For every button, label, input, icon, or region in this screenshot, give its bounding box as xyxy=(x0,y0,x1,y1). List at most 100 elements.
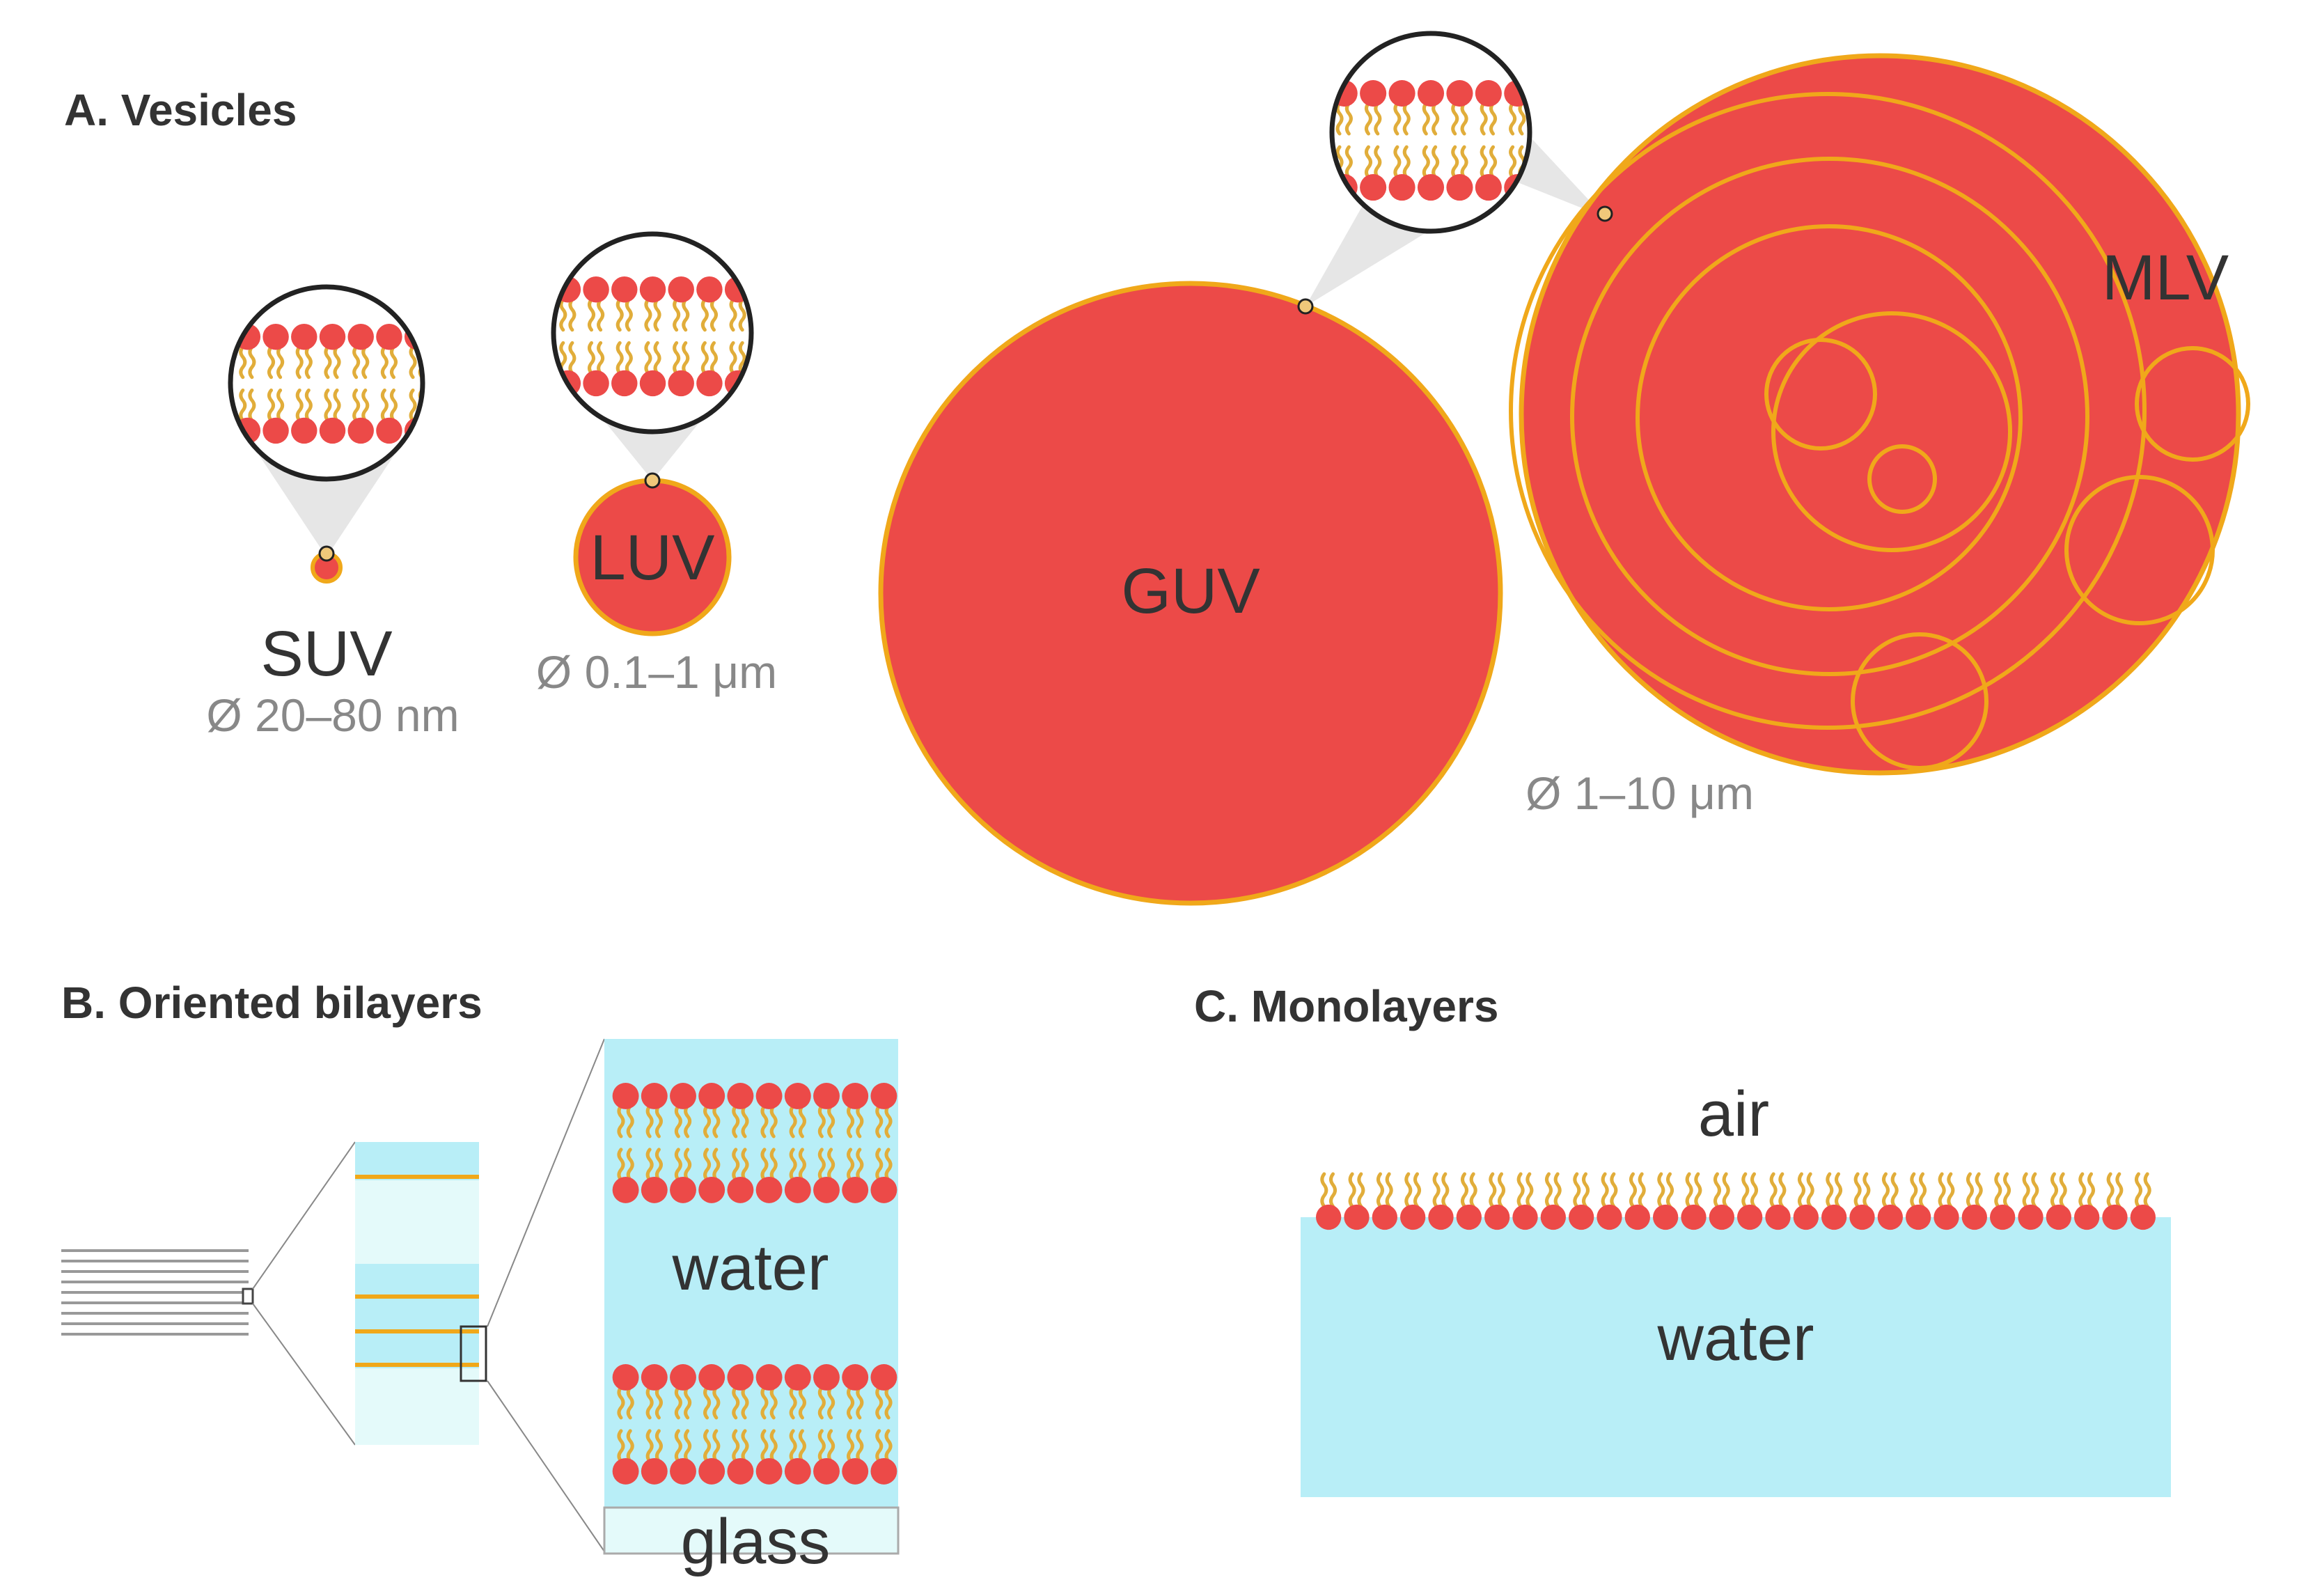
air-label: air xyxy=(1698,1079,1769,1150)
lipid-head xyxy=(1388,174,1415,201)
lipid xyxy=(670,1364,696,1420)
lipid xyxy=(755,1083,783,1139)
oriented-bilayer-bottom xyxy=(612,1364,897,1485)
mlv-zoom-point xyxy=(1597,205,1613,222)
lipid-head xyxy=(1512,1204,1538,1230)
lipid-head xyxy=(1849,1204,1875,1230)
lipid xyxy=(641,1148,668,1203)
lipid xyxy=(1624,1172,1650,1230)
lipid-head xyxy=(784,1083,811,1109)
lipid xyxy=(1653,1172,1679,1230)
stack-zoom-box xyxy=(242,1288,254,1305)
lipid xyxy=(755,1364,783,1420)
mlv-lamella xyxy=(1570,157,2089,676)
luv-zoom-point xyxy=(644,472,661,489)
lipid xyxy=(1446,80,1473,136)
lipid-monolayer xyxy=(1316,1172,2156,1230)
lipid-head xyxy=(1372,1204,1397,1230)
lipid xyxy=(1417,80,1445,136)
lipid xyxy=(583,276,609,332)
guv-label: GUV xyxy=(1121,556,1260,627)
panel-b-title: B. Oriented bilayers xyxy=(61,978,483,1028)
lipid xyxy=(319,388,346,444)
lipid-head xyxy=(1428,1204,1454,1230)
lipid xyxy=(1934,1172,1959,1230)
lipid-head xyxy=(870,1457,897,1485)
lipid-head xyxy=(611,370,638,397)
lipid-head xyxy=(347,324,374,350)
lipid xyxy=(870,1364,897,1420)
lipid xyxy=(1906,1172,1931,1230)
suv-magnifier xyxy=(230,287,423,479)
lipid-head xyxy=(842,1364,869,1391)
lipid-head xyxy=(291,417,317,444)
lipid xyxy=(2046,1172,2071,1230)
lipid-head xyxy=(1400,1204,1426,1230)
lipid-head xyxy=(870,1176,897,1203)
lipid-head xyxy=(813,1083,840,1109)
lipid-head xyxy=(2018,1204,2044,1230)
lipid xyxy=(611,276,638,332)
panel-c-title: C. Monolayers xyxy=(1194,981,1498,1031)
mlv-vesicle xyxy=(1519,53,2241,776)
lipid xyxy=(842,1429,869,1485)
lipid-head xyxy=(842,1457,869,1485)
lipid xyxy=(668,341,694,397)
lipid xyxy=(347,388,374,444)
lipid-head xyxy=(1624,1204,1650,1230)
lipid xyxy=(2102,1172,2128,1230)
mlv-lamella xyxy=(1771,311,2012,552)
lipid xyxy=(1821,1172,1847,1230)
monolayer-water-label: water xyxy=(1657,1303,1814,1374)
guv-magnifier-ring xyxy=(1329,31,1532,234)
lipid xyxy=(698,1083,725,1139)
lipid-head xyxy=(2130,1204,2156,1230)
lipid xyxy=(376,388,402,444)
lipid-head xyxy=(1737,1204,1763,1230)
lipid-head xyxy=(583,370,609,397)
lipid-head xyxy=(641,1176,668,1203)
lipid-head xyxy=(612,1176,639,1203)
mlv-inner-vesicle xyxy=(1867,444,1937,514)
lipid-head xyxy=(698,1364,725,1391)
lipid-head xyxy=(1484,1204,1510,1230)
lipid-head xyxy=(1597,1204,1622,1230)
lipid-head xyxy=(612,1364,639,1391)
lipid-head xyxy=(319,324,346,350)
lipid-head xyxy=(755,1457,783,1485)
lipid-head xyxy=(262,417,289,444)
lipid-head xyxy=(668,370,694,397)
lipid-head xyxy=(1360,80,1387,107)
lipid xyxy=(813,1083,840,1139)
mlv-inner-vesicle xyxy=(2135,346,2250,462)
lipid xyxy=(2074,1172,2100,1230)
lipid xyxy=(784,1083,811,1139)
lipid xyxy=(1849,1172,1875,1230)
mlv-inner-vesicle xyxy=(1851,632,1989,770)
lipid-head xyxy=(1475,80,1502,107)
lipid xyxy=(1475,80,1502,136)
lipid xyxy=(698,1364,725,1420)
lipid-head xyxy=(842,1083,869,1109)
lipid xyxy=(319,324,346,380)
lipid xyxy=(1597,1172,1622,1230)
lipid xyxy=(1428,1172,1454,1230)
lipid xyxy=(698,1429,725,1485)
mlv-inner-lamellae xyxy=(1509,92,2250,770)
lipid xyxy=(1446,145,1473,201)
lipid xyxy=(696,276,723,332)
large-vesicle-size-label: Ø 1–10 μm xyxy=(1525,767,1754,819)
oriented-water-label: water xyxy=(672,1233,829,1304)
lipid-head xyxy=(376,417,402,444)
lipid-head xyxy=(727,1364,754,1391)
lipid-head xyxy=(262,324,289,350)
lipid xyxy=(755,1429,783,1485)
lipid-head xyxy=(784,1457,811,1485)
lipid-head xyxy=(1961,1204,1987,1230)
lipid-head xyxy=(1316,1204,1342,1230)
lipid-head xyxy=(319,417,346,444)
lipid xyxy=(870,1083,897,1139)
lipid-head xyxy=(1653,1204,1679,1230)
lipid xyxy=(1681,1172,1707,1230)
